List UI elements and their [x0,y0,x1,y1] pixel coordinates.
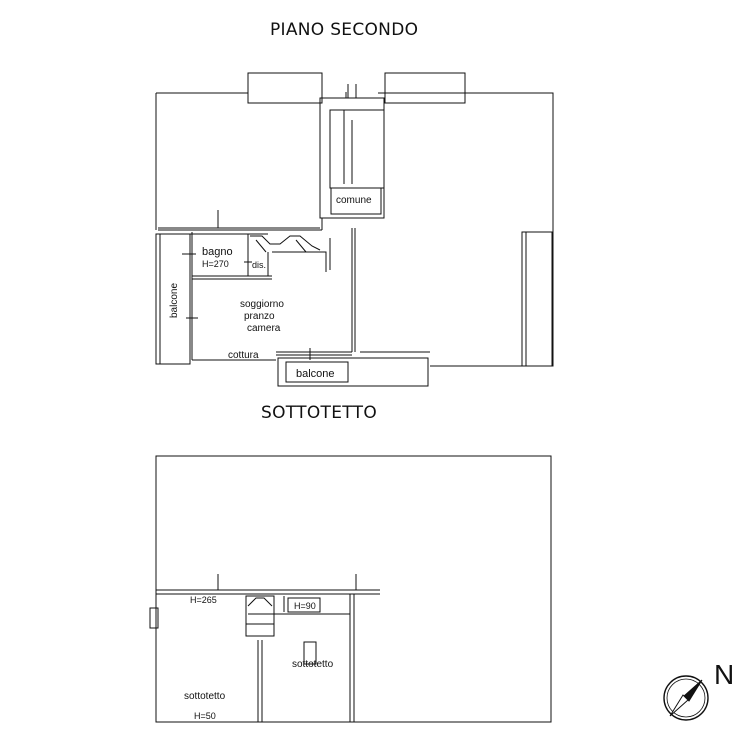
bagno-label: bagno [202,246,233,258]
attic-h-left-label: H=265 [190,595,217,605]
attic-h-right-label: H=90 [294,601,316,611]
pranzo-label: pranzo [244,311,275,322]
attic-h-bottom-label: H=50 [194,711,216,721]
camera-label: camera [247,323,281,334]
north-label: N [714,659,734,690]
cottura-label: cottura [228,350,259,361]
dis-label: dis. [252,260,266,270]
north-arrow-icon [663,675,709,721]
sottotetto-left-label: sottotetto [184,691,226,702]
attic-walls [149,455,552,723]
second-floor-title: PIANO SECONDO [270,20,419,40]
second-floor-door-ticks [182,92,347,360]
balcone-left-label: balcone [169,283,180,318]
bagno-height-label: H=270 [202,259,229,269]
attic-title: SOTTOTETTO [261,403,377,423]
sottotetto-right-label: sottotetto [292,659,334,670]
balcone-bottom-label: balcone [296,368,335,380]
comune-label: comune [336,195,372,206]
soggiorno-label: soggiorno [240,299,284,310]
second-floor-walls [155,72,554,387]
